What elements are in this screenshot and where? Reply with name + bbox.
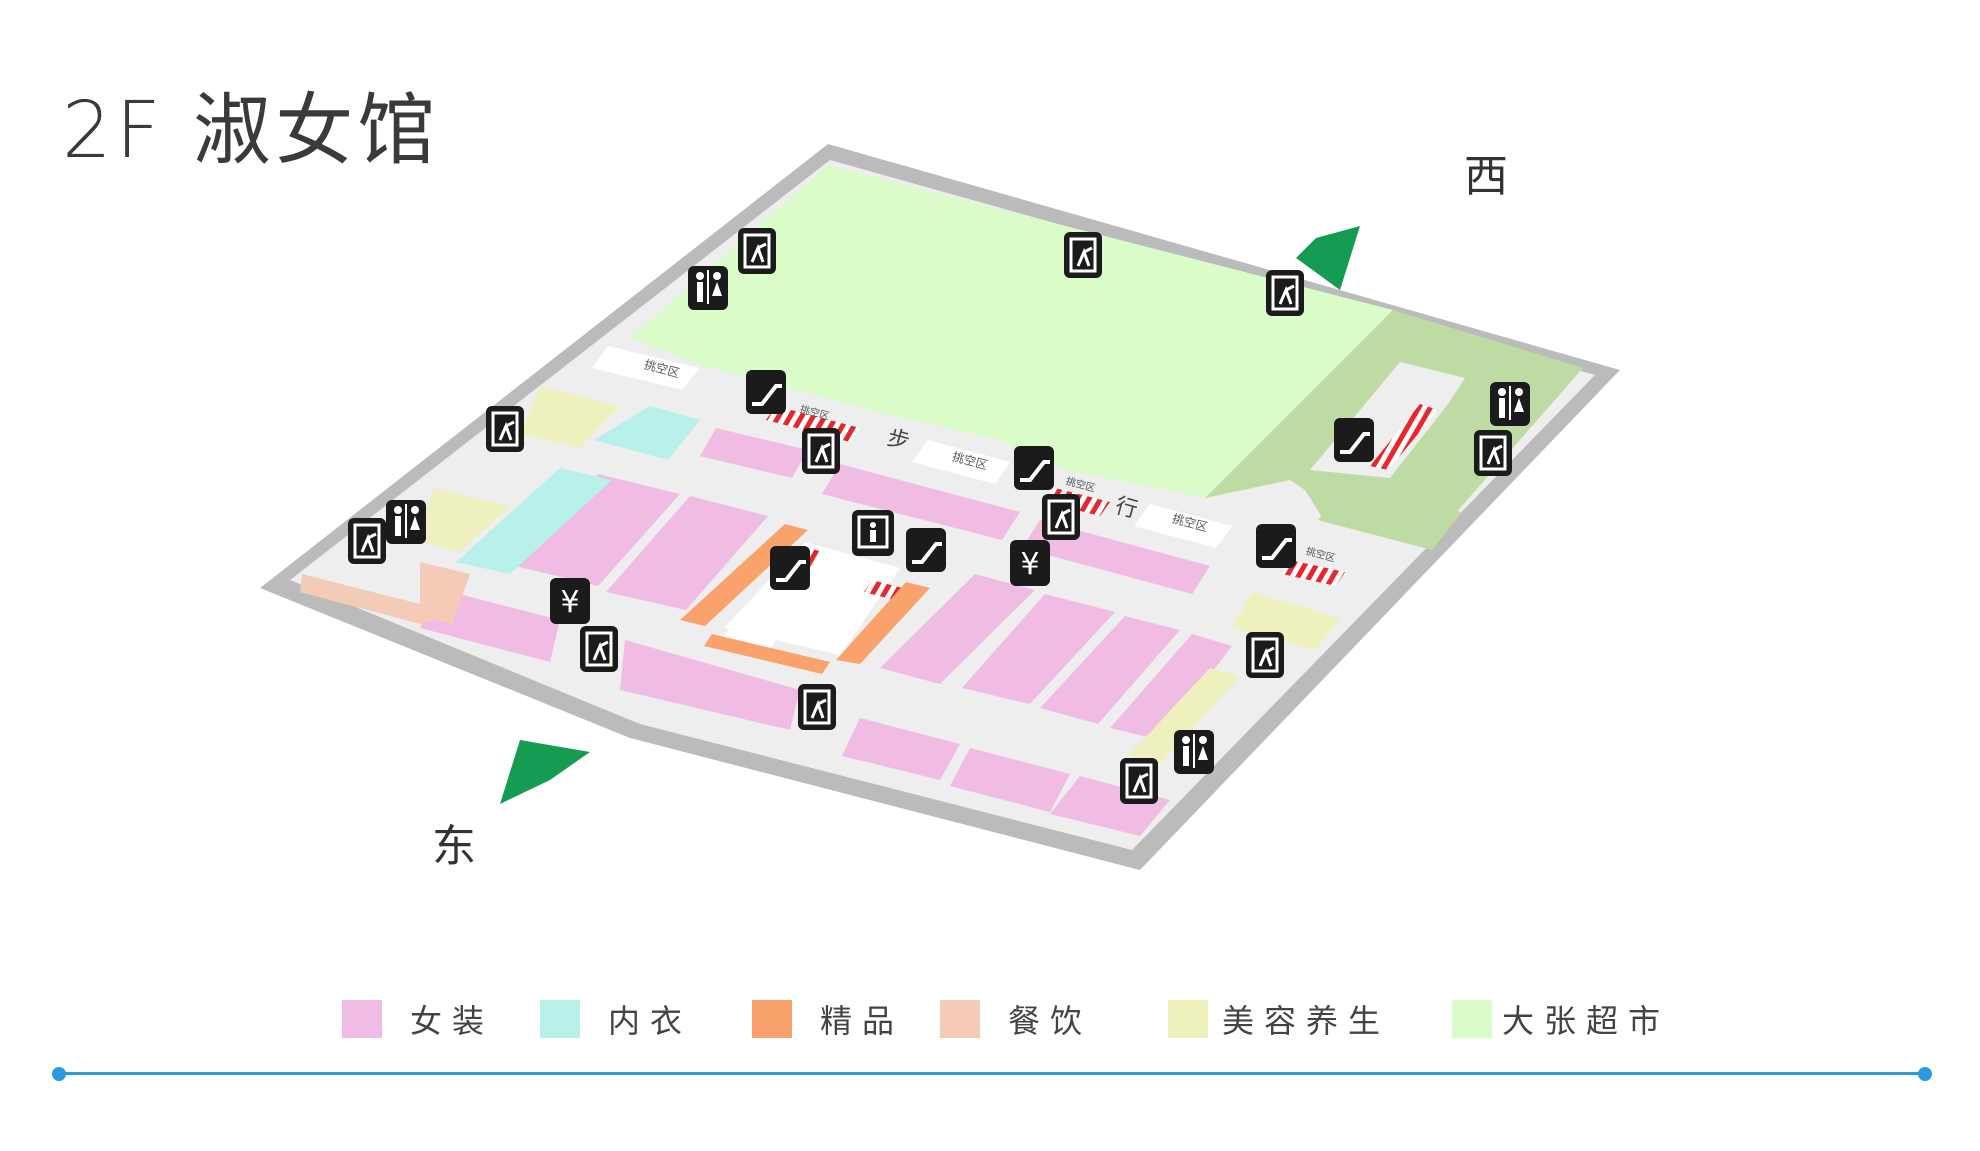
restroom-icon	[386, 500, 426, 544]
legend-swatch	[940, 1000, 980, 1038]
west-arrow-icon	[1296, 226, 1360, 290]
baseline-dot-left	[52, 1067, 66, 1081]
emergency-exit-icon	[1474, 430, 1512, 476]
legend-item-lingerie: 内衣	[540, 994, 692, 1044]
dining-shops	[300, 562, 470, 624]
legend-swatch	[342, 1000, 382, 1038]
legend-label: 内衣	[608, 1002, 693, 1040]
beauty-shops	[416, 386, 1340, 764]
legend-label: 美容养生	[1222, 1002, 1391, 1040]
legend-item-dining: 餐饮	[940, 994, 1092, 1044]
escalator-hatch-3	[1282, 560, 1345, 586]
restroom-icon	[1174, 730, 1214, 774]
baseline-dot-right	[1918, 1067, 1932, 1081]
svg-text:¥: ¥	[560, 585, 579, 620]
supermarket-block	[1318, 484, 1462, 550]
atrium-box-1	[592, 346, 700, 390]
legend-label: 餐饮	[1008, 1002, 1093, 1040]
escalator-icon	[1256, 524, 1296, 568]
emergency-exit-icon	[798, 684, 836, 730]
atrium-box-2	[912, 440, 1010, 484]
legend-swatch	[1452, 1000, 1492, 1038]
legend-label: 精品	[820, 1002, 905, 1040]
emergency-exit-icon	[348, 518, 386, 564]
legend-item-boutique: 精品	[752, 994, 904, 1044]
supermarket-zone	[630, 165, 1393, 498]
restroom-icon	[688, 266, 728, 310]
baseline-divider	[58, 1072, 1928, 1075]
emergency-exit-icon	[580, 626, 618, 672]
elevator-icon	[852, 510, 894, 556]
legend-swatch	[540, 1000, 580, 1038]
legend-item-womens-wear: 女装	[342, 994, 494, 1044]
emergency-exit-icon	[802, 428, 840, 474]
atrium-box-3	[1134, 504, 1232, 548]
legend-item-supermarket: 大张超市	[1452, 994, 1670, 1044]
escalator-icon	[1014, 446, 1054, 490]
supermarket-block-small	[1412, 436, 1458, 462]
womens-wear-shops	[420, 428, 1232, 836]
legend-label: 女装	[410, 1002, 495, 1040]
east-arrow-icon	[500, 740, 590, 804]
escalator-icon	[746, 370, 786, 414]
east-label: 东	[432, 821, 476, 872]
emergency-exit-icon	[1042, 494, 1080, 540]
atm-icon: ¥	[550, 578, 590, 624]
emergency-exit-icon	[1246, 632, 1284, 678]
lingerie-shops	[456, 406, 700, 574]
legend-swatch	[1168, 1000, 1208, 1038]
legend-swatch	[752, 1000, 792, 1038]
emergency-exit-icon	[1064, 232, 1102, 278]
atm-icon: ¥	[1010, 540, 1050, 586]
emergency-exit-icon	[1266, 270, 1304, 316]
west-label: 西	[1464, 151, 1508, 202]
escalator-icon	[906, 528, 946, 572]
page-title: 2F 淑女馆	[62, 86, 440, 176]
restroom-icon	[1490, 382, 1530, 426]
escalator-hatch-4	[1370, 404, 1438, 470]
emergency-exit-icon	[1120, 758, 1158, 804]
legend-label: 大张超市	[1502, 1002, 1671, 1040]
escalator-icon	[1334, 418, 1374, 462]
legend: 女装 内衣 精品 餐饮 美容养生 大张超市	[0, 994, 1980, 1044]
svg-text:¥: ¥	[1020, 547, 1039, 582]
escalator-icon	[770, 546, 810, 590]
legend-item-beauty: 美容养生	[1168, 994, 1390, 1044]
emergency-exit-icon	[486, 406, 524, 452]
emergency-exit-icon	[738, 228, 776, 274]
